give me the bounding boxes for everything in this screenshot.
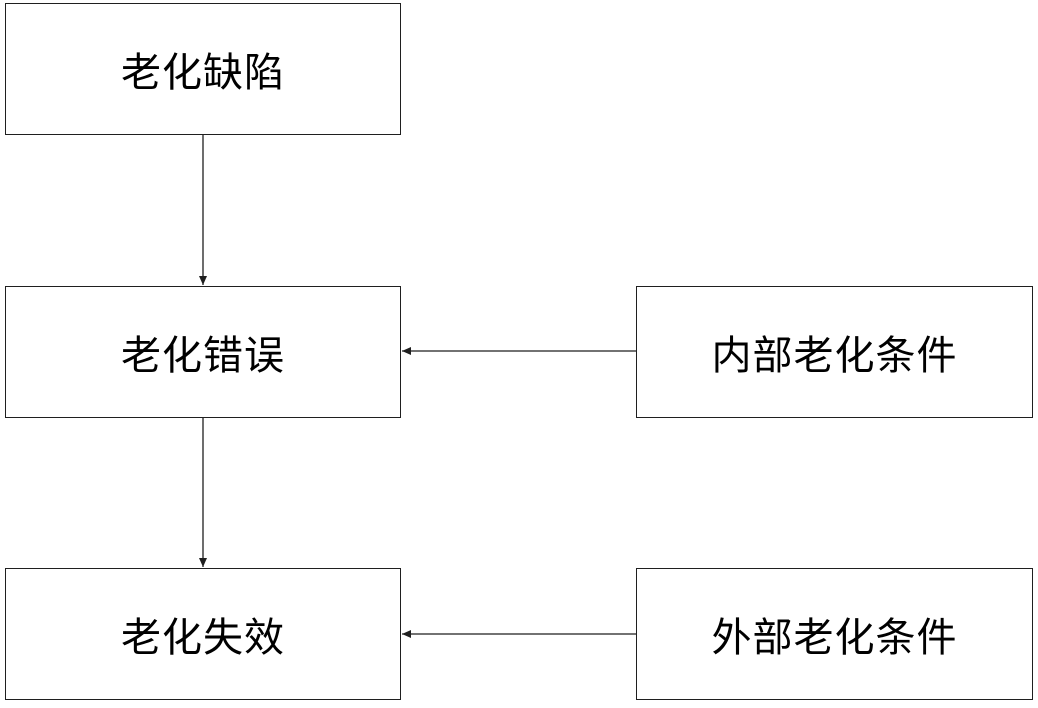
node-label: 老化缺陷	[121, 50, 285, 96]
node-label: 老化错误	[121, 333, 285, 379]
node-aging-defect: 老化缺陷	[5, 3, 401, 135]
node-external-aging-conditions: 外部老化条件	[636, 568, 1033, 700]
node-label: 外部老化条件	[711, 615, 958, 661]
node-aging-failure: 老化失效	[5, 568, 401, 700]
node-aging-error: 老化错误	[5, 286, 401, 418]
node-label: 内部老化条件	[711, 333, 958, 379]
node-label: 老化失效	[121, 615, 285, 661]
node-internal-aging-conditions: 内部老化条件	[636, 286, 1033, 418]
